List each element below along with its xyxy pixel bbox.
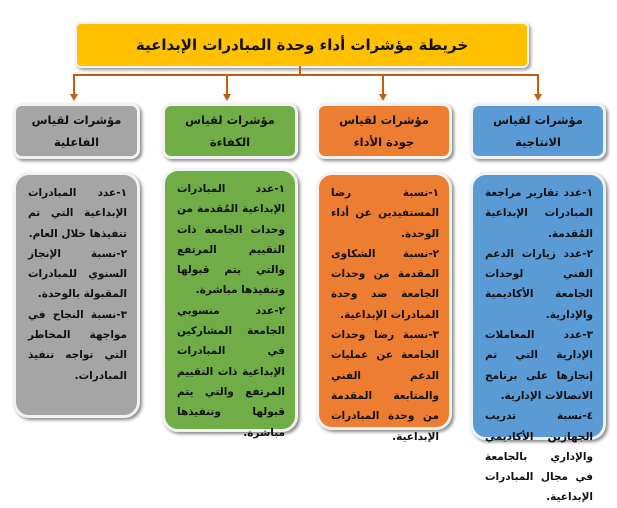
indicator-item: ٣-نسبة النجاح في مواجهة المخاطر التي توا…: [28, 308, 127, 382]
body-efficiency: ١-عدد المبادرات الإبداعية المُقدمة من وح…: [162, 168, 298, 439]
indicator-item: ٤-نسبة تدريب الجهازين الأكاديمي والإداري…: [485, 410, 593, 504]
arrow-orange: [379, 94, 387, 101]
indicator-item: ١-عدد المبادرات الإبداعية المُقدمة من وح…: [177, 183, 285, 297]
connector-orange: [382, 74, 384, 94]
indicator-item: ١-نسبة رضا المستفيدين عن أداء الوحدة.: [331, 187, 439, 240]
indicator-item: ٣-عدد المعاملات الإدارية التي تم إنجازها…: [485, 329, 593, 402]
arrow-gray: [70, 94, 78, 101]
connector-green: [226, 74, 228, 94]
map-title: خريطة مؤشرات أداء وحدة المبادرات الإبداع…: [75, 22, 529, 68]
connector-blue: [537, 74, 539, 94]
connector-horizontal: [73, 74, 539, 76]
indicator-item: ٢-عدد منسوبي الجامعة المشاركين في المباد…: [177, 304, 285, 439]
indicator-item: ٢-عدد زيارات الدعم الفني لوحدات الجامعة …: [485, 247, 593, 321]
arrow-blue: [534, 94, 542, 101]
indicator-item: ٢-نسبة الشكاوى المقدمة من وحدات الجامعة …: [331, 247, 439, 321]
body-productivity: ١-عدد تقارير مراجعة المبادرات الإبداعية …: [470, 172, 606, 503]
indicator-item: ١-عدد تقارير مراجعة المبادرات الإبداعية …: [485, 187, 593, 240]
header-effectiveness: مؤشرات لقياس الفاعلية: [13, 103, 140, 159]
header-efficiency: مؤشرات لقياس الكفاءة: [162, 103, 298, 159]
indicator-item: ٣-نسبة رضا وحدات الجامعة عن عمليات الدعم…: [331, 329, 439, 443]
connector-gray: [73, 74, 75, 94]
header-quality: مؤشرات لقياس جودة الأداء: [316, 103, 452, 159]
arrow-green: [223, 94, 231, 101]
body-effectiveness: ١-عدد المبادرات الإبداعية التي تم تنفيذه…: [13, 172, 140, 418]
indicator-item: ١-عدد المبادرات الإبداعية التي تم تنفيذه…: [28, 187, 127, 240]
indicator-item: ٢-نسبة الإنجاز السنوي للمبادرات المقبولة…: [28, 247, 127, 301]
connector-trunk: [299, 66, 301, 75]
header-productivity: مؤشرات لقياس الانتاجية: [470, 103, 606, 159]
body-quality: ١-نسبة رضا المستفيدين عن أداء الوحدة. ٢-…: [316, 172, 452, 443]
